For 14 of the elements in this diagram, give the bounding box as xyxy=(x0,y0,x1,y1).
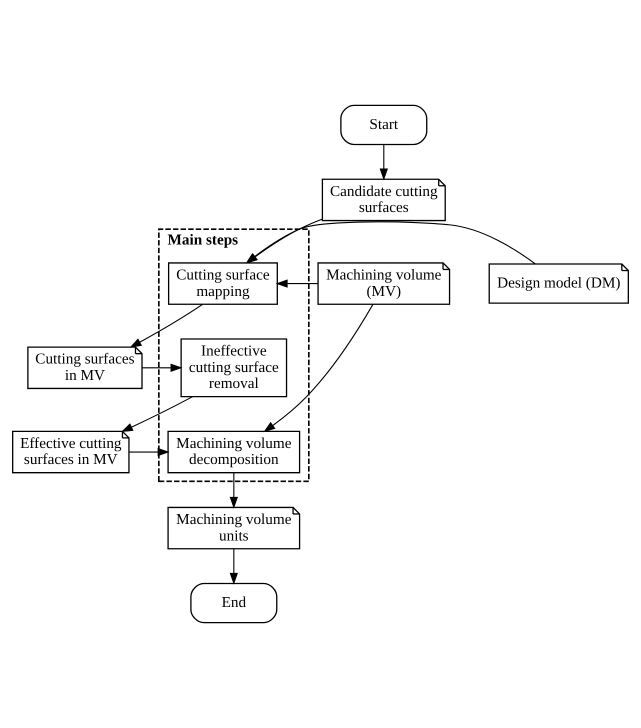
node-box: Machining volume decomposition xyxy=(167,430,300,474)
arrow xyxy=(142,364,183,372)
arrow xyxy=(276,279,318,288)
arrow xyxy=(380,144,388,180)
arrow xyxy=(263,304,374,432)
node-box: Ineffective cutting surface removal xyxy=(180,338,288,398)
arrow xyxy=(120,396,193,432)
arrow xyxy=(129,448,170,456)
arrow xyxy=(230,549,238,585)
node-box: Start xyxy=(340,104,428,146)
node-box: Cutting surface mapping xyxy=(168,262,278,305)
arrow xyxy=(230,472,238,509)
node-box: End xyxy=(190,582,278,624)
arrow xyxy=(130,304,203,348)
